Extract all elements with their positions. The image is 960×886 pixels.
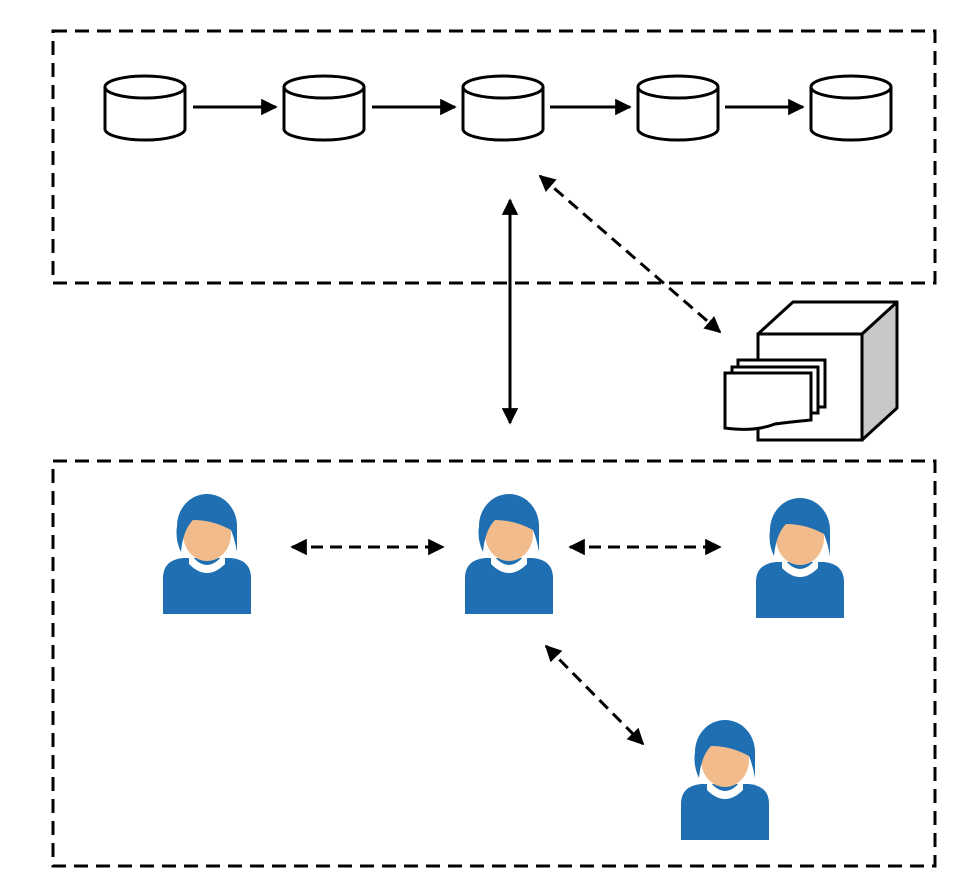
person-icon xyxy=(163,494,251,614)
database-cylinder-icon xyxy=(461,74,545,142)
person-icon xyxy=(681,720,769,840)
person-icon xyxy=(465,494,553,614)
storage-layer-box xyxy=(51,29,937,285)
database-cylinder-icon xyxy=(282,74,366,142)
dashed-bidirectional-arrow xyxy=(544,644,645,746)
file-server-icon xyxy=(723,300,899,442)
database-cylinder-icon xyxy=(809,74,893,142)
database-cylinder-icon xyxy=(636,74,720,142)
user-layer-box xyxy=(51,459,937,868)
person-icon xyxy=(756,498,844,618)
dashed-bidirectional-arrow xyxy=(538,174,722,334)
database-cylinder-icon xyxy=(103,74,187,142)
